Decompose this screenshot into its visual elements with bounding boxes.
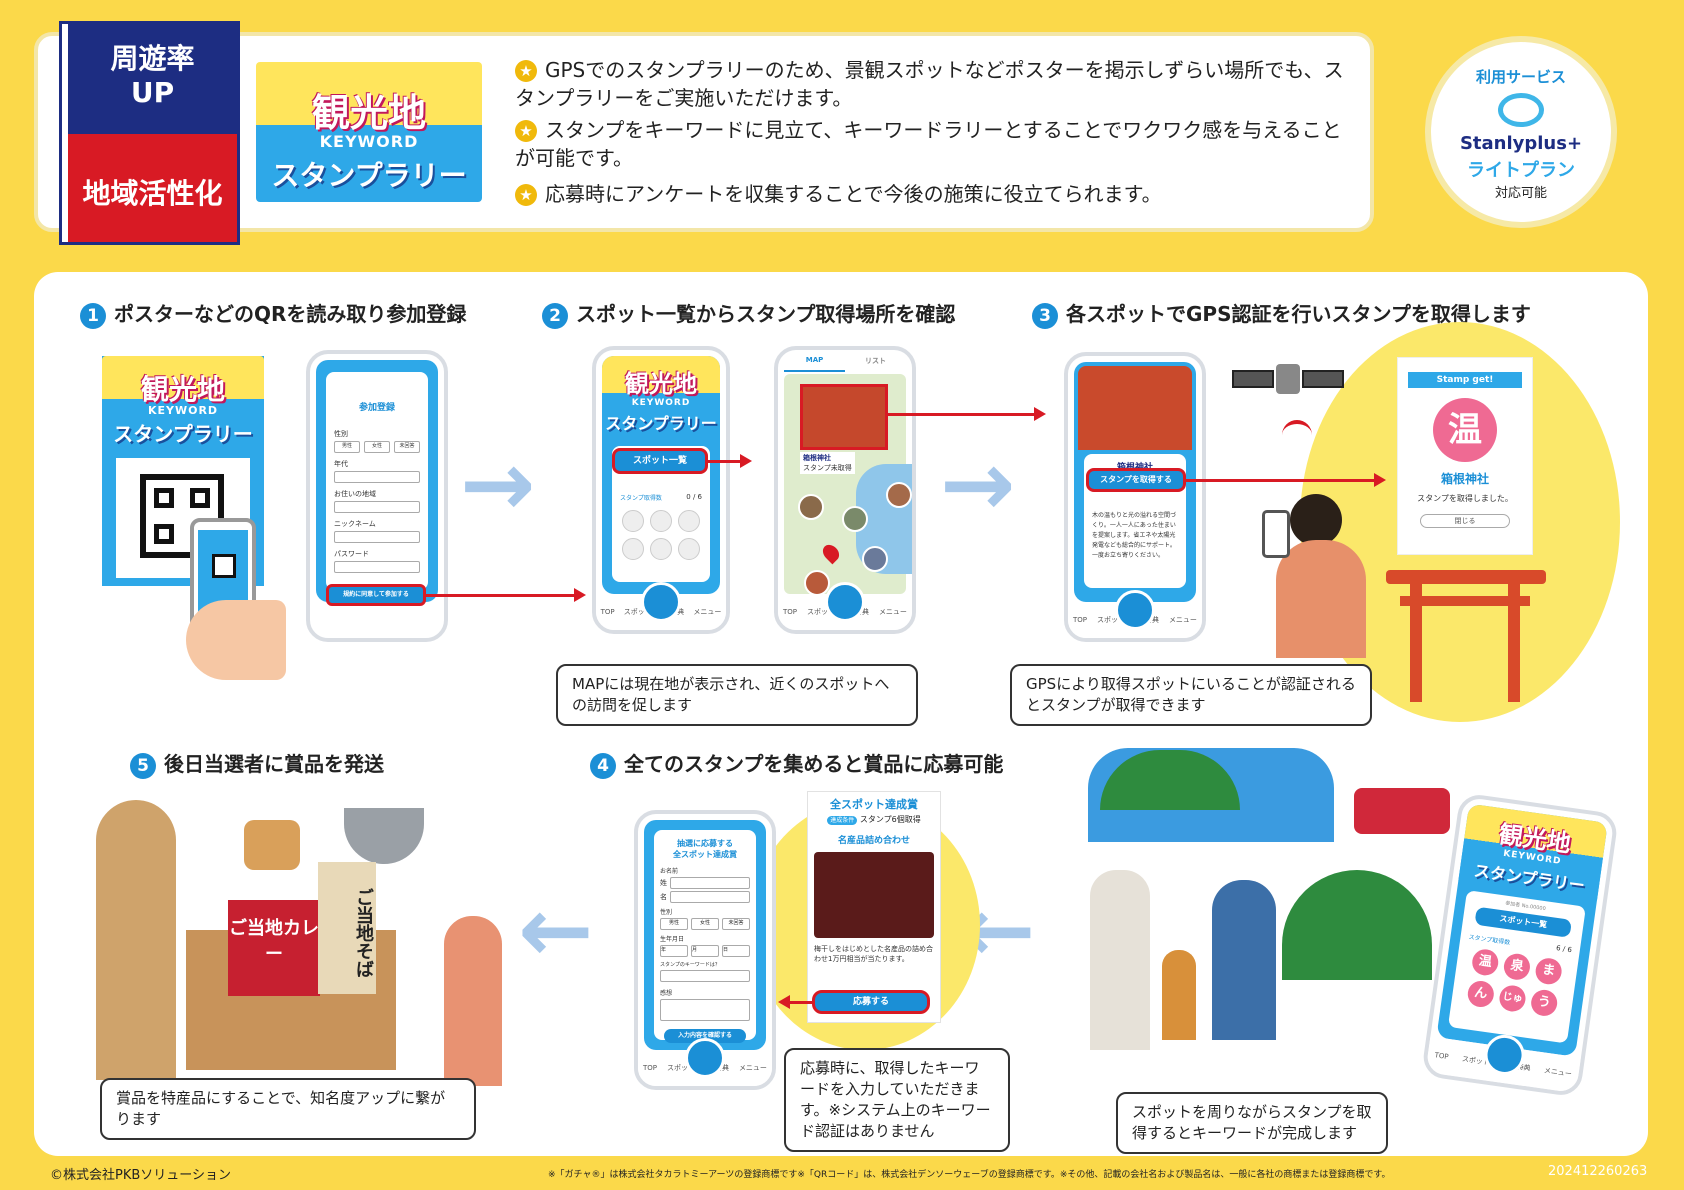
- gps-bubble: GPSにより取得スポットにいることが認証されるとスタンプが取得できます: [1010, 664, 1372, 726]
- shrine-photo: [1078, 366, 1192, 450]
- curry-package: ご当地カレー: [228, 900, 320, 996]
- area-select[interactable]: [334, 501, 420, 513]
- tab-list[interactable]: リスト: [865, 357, 886, 365]
- phone-spot-list: 観光地 KEYWORD スタンプラリー 参加者 No.00000 スタンプ取得数…: [592, 346, 730, 634]
- torii-gate: [1386, 570, 1546, 584]
- gender-female-option[interactable]: 女性: [364, 441, 390, 453]
- tourist-man: [1090, 870, 1150, 1050]
- woman-phone: [1262, 510, 1290, 558]
- tourist-child: [1162, 950, 1196, 1040]
- stamp-get-card: Stamp get! 温 箱根神社 スタンプを取得しました。 閉じる: [1398, 358, 1532, 554]
- satellite-icon: [1232, 362, 1344, 396]
- stamp-3: ま: [1533, 956, 1564, 986]
- prize-bubble: 賞品を特産品にすることで、知名度アップに繋がります: [100, 1078, 476, 1140]
- spot-list-button[interactable]: スポット一覧: [612, 448, 708, 474]
- train-illustration: [1354, 788, 1450, 834]
- gender-none-option[interactable]: 未回答: [394, 441, 420, 453]
- birth-day-select[interactable]: 日: [722, 945, 750, 957]
- mountain-illustration: [1282, 870, 1432, 980]
- tab-map[interactable]: MAP: [784, 356, 845, 372]
- birth-month-select[interactable]: 月: [691, 945, 719, 957]
- red-arrow: [1034, 407, 1046, 421]
- current-location-pin-icon: [819, 541, 843, 565]
- star-icon: ★: [515, 184, 537, 206]
- bread-icon: [244, 820, 300, 870]
- gender-female-option[interactable]: 女性: [691, 918, 719, 930]
- soba-package: ご当地そば: [318, 862, 376, 994]
- map-spot-photo[interactable]: [800, 384, 888, 450]
- rally-logo: 観光地 KEYWORD スタンプラリー: [256, 62, 482, 202]
- close-button[interactable]: 閉じる: [1420, 514, 1510, 528]
- qr-scan-button[interactable]: [1115, 590, 1155, 630]
- phone-gps-spot: 箱根神社 木の温もりと光の溢れる空間づくり。一人一人にあった住まいを提案します。…: [1064, 352, 1206, 642]
- prize-card: 全スポット達成賞 達成条件 スタンプ6個取得 名産品詰め合わせ 梅干しをはじめと…: [808, 792, 940, 1022]
- keyword-bubble: スポットを周りながらスタンプを取得するとキーワードが完成します: [1116, 1092, 1388, 1154]
- stamp-5: じゅ: [1497, 983, 1528, 1014]
- service-badge: 利用サービス Stanlyplus+ ライトプラン 対応可能: [1425, 36, 1617, 228]
- birth-year-select[interactable]: 年: [660, 945, 688, 957]
- badge-line3: 地域活性化: [82, 177, 223, 210]
- tourist-woman: [1212, 880, 1276, 1040]
- keyword-input[interactable]: [660, 970, 750, 982]
- apply-bubble: 応募時に、取得したキーワードを入力していただきます。※システム上のキーワード認証…: [784, 1048, 1010, 1152]
- stamp-2: 泉: [1502, 952, 1532, 982]
- get-stamp-button[interactable]: スタンプを取得する: [1086, 468, 1186, 492]
- bullet-1: ★GPSでのスタンプラリーのため、景観スポットなどポスターを掲示しずらい場所でも…: [515, 58, 1344, 110]
- star-icon: ★: [515, 60, 537, 82]
- stamp-onsen: 温: [1433, 398, 1497, 462]
- umeboshi-photo: [814, 852, 934, 938]
- red-arrow: [574, 588, 586, 602]
- map-bubble: MAPには現在地が表示され、近くのスポットへの訪問を促します: [556, 664, 918, 726]
- first-name-input[interactable]: [670, 891, 750, 903]
- qr-scan-button[interactable]: [641, 582, 681, 622]
- qr-scan-button[interactable]: [685, 1038, 725, 1078]
- stamp-6: う: [1529, 988, 1559, 1018]
- age-select[interactable]: [334, 471, 420, 483]
- nickname-input[interactable]: [334, 531, 420, 543]
- red-arrow: [778, 995, 790, 1009]
- flow-arrow-right: →: [940, 432, 1016, 537]
- last-name-input[interactable]: [670, 877, 750, 889]
- flow-arrow-left: ←: [518, 878, 594, 983]
- stamp-4: ん: [1466, 979, 1496, 1009]
- red-arrow: [1374, 473, 1386, 487]
- map-spot-name: 箱根神社スタンプ未取得: [800, 452, 855, 474]
- girl-celebrating: [444, 916, 502, 1086]
- infinity-icon: [1498, 93, 1544, 127]
- bullet-3: ★応募時にアンケートを収集することで今後の施策に役立てられます。: [515, 180, 1345, 208]
- flow-arrow-right: →: [460, 432, 536, 537]
- apply-button[interactable]: 応募する: [812, 990, 930, 1014]
- gender-male-option[interactable]: 男性: [334, 441, 360, 453]
- copyright: ©株式会社PKBソリューション: [50, 1168, 232, 1183]
- bullet-2: ★スタンプをキーワードに見立て、キーワードラリーとすることでワクワク感を与えるこ…: [515, 118, 1342, 170]
- gender-none-option[interactable]: 未回答: [722, 918, 750, 930]
- star-icon: ★: [515, 120, 537, 142]
- hand-illustration: [186, 600, 286, 680]
- confirm-button[interactable]: 入力内容を確認する: [664, 1029, 746, 1043]
- password-input[interactable]: [334, 561, 420, 573]
- feedback-textarea[interactable]: [660, 999, 750, 1021]
- phone-apply-form: 抽選に応募する 全スポット達成賞 お名前 姓 名 性別 男性 女性 未回答 生年…: [634, 810, 776, 1090]
- gender-male-option[interactable]: 男性: [660, 918, 688, 930]
- qr-scan-button[interactable]: [825, 582, 865, 622]
- woman-head: [1290, 494, 1342, 546]
- legal-notice: ※「ガチャ®」は株式会社タカラトミーアーツの登録商標です※「QRコード」は、株式…: [548, 1170, 1391, 1180]
- stamp-1: 温: [1470, 947, 1500, 978]
- agree-join-button[interactable]: 規約に同意して参加する: [326, 584, 426, 606]
- document-code: 202412260263: [1548, 1164, 1648, 1179]
- woman-illustration: [1276, 540, 1366, 658]
- woman-celebrating: [96, 800, 176, 1080]
- red-arrow: [740, 454, 752, 468]
- signal-waves-icon: [1282, 420, 1312, 450]
